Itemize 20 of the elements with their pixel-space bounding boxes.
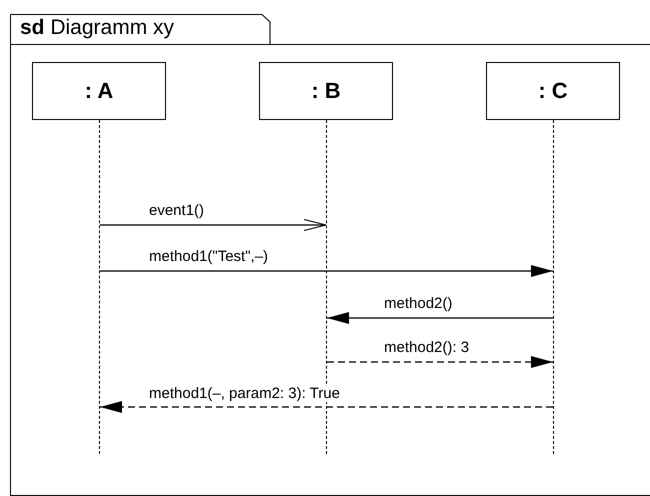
reply-message-arrow (327, 356, 553, 368)
message-arrow (100, 265, 553, 277)
participant-name: : A (84, 78, 114, 104)
message-label: method1(–, param2: 3): True (148, 386, 341, 402)
lifeline-head-box (259, 62, 393, 120)
message-label: method2() (383, 296, 454, 312)
lifeline-head-box (486, 62, 620, 120)
lifeline-head-box (32, 62, 166, 120)
message-label: method1("Test",–) (148, 249, 270, 265)
sequence-diagram-frame (10, 14, 650, 496)
message-label: method2(): 3 (383, 340, 470, 356)
lifeline (553, 120, 554, 454)
frame-title: sd Diagramm xy (20, 16, 174, 40)
message-label: event1() (148, 203, 206, 219)
message-arrow (100, 219, 326, 231)
lifeline (99, 120, 100, 454)
participant-name: : C (538, 78, 568, 104)
message-arrow (327, 312, 553, 324)
participant-name: : B (311, 78, 341, 104)
reply-message-arrow (100, 401, 553, 413)
